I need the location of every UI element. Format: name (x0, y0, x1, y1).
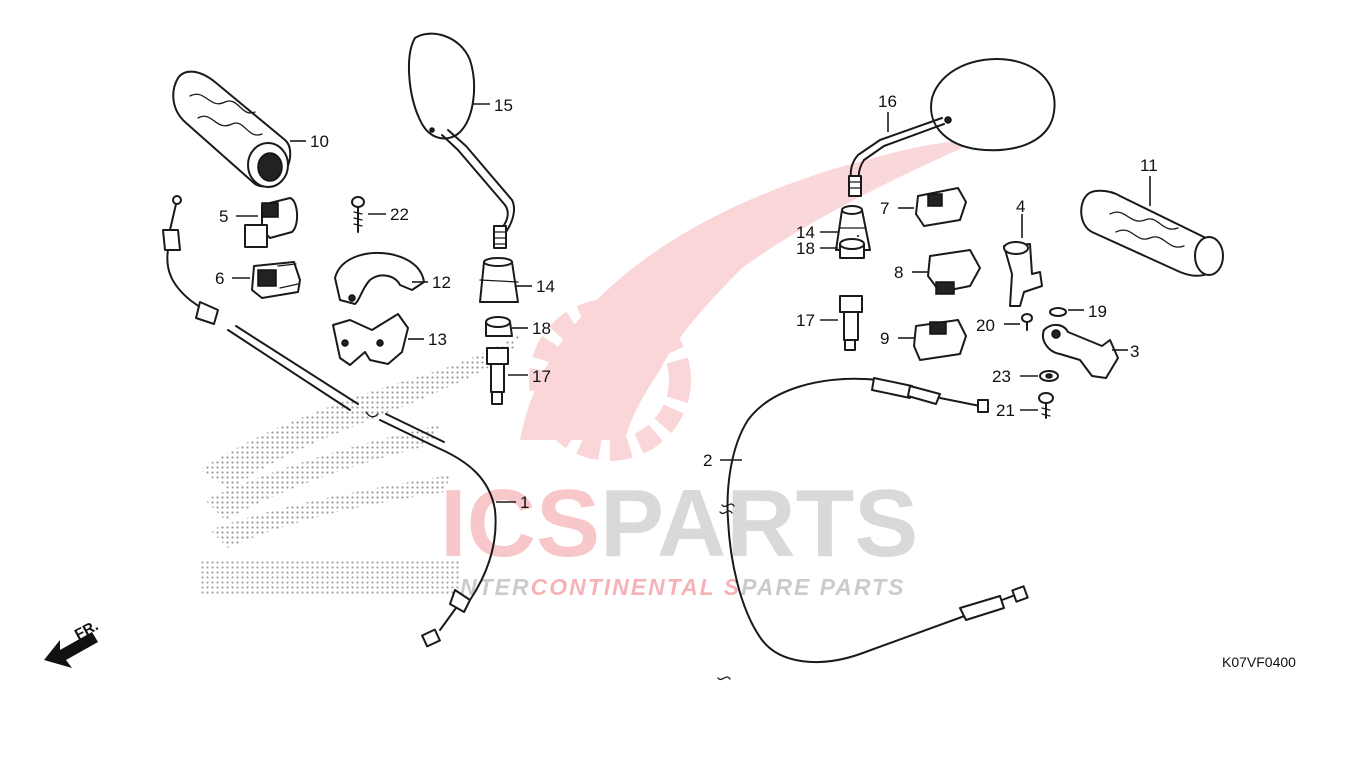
callout-22: 22 (390, 205, 409, 224)
callout-13: 13 (428, 330, 447, 349)
part-2-cable[interactable] (717, 377, 1029, 681)
callout-21: 21 (996, 401, 1015, 420)
callout-8: 8 (894, 263, 903, 282)
callout-1: 1 (520, 493, 529, 512)
part-11-right-grip[interactable] (1080, 189, 1224, 277)
callout-19: 19 (1088, 302, 1107, 321)
callout-18a: 18 (532, 319, 551, 338)
part-20-screw[interactable] (1021, 313, 1033, 331)
part-15-left-mirror[interactable] (407, 32, 515, 249)
callout-23: 23 (992, 367, 1011, 386)
callout-4: 4 (1016, 197, 1025, 216)
part-17-left-bolt[interactable] (486, 347, 509, 405)
callout-7: 7 (880, 199, 889, 218)
callout-15: 15 (494, 96, 513, 115)
callout-14b: 14 (796, 223, 815, 242)
part-22-screw[interactable] (351, 196, 365, 233)
ics-wing-logo-watermark (520, 140, 980, 461)
part-8-switch[interactable] (927, 249, 981, 295)
callout-2: 2 (703, 451, 712, 470)
callout-17a: 17 (532, 367, 551, 386)
part-7-switch[interactable] (915, 187, 967, 227)
watermark-parts: PARTS (600, 470, 918, 577)
part-14-left-boot[interactable] (479, 257, 519, 303)
part-1-throttle-cable[interactable] (162, 195, 497, 648)
callout-10: 10 (310, 132, 329, 151)
part-6-switch[interactable] (251, 261, 301, 299)
part-23-washer[interactable] (1039, 370, 1059, 382)
callout-9: 9 (880, 329, 889, 348)
callout-18b: 18 (796, 239, 815, 258)
honda-wing-watermark (200, 335, 520, 595)
part-4-bracket[interactable] (1003, 241, 1043, 307)
diagram-code: K07VF0400 (1222, 654, 1296, 670)
part-18-right-nut[interactable] (839, 238, 865, 259)
part-9-switch[interactable] (913, 319, 967, 361)
watermark-ics: ICS (440, 470, 600, 577)
callout-16: 16 (878, 92, 897, 111)
callout-5: 5 (219, 207, 228, 226)
callout-11: 11 (1140, 156, 1158, 175)
front-direction-arrow: FR. (44, 617, 101, 668)
callout-20: 20 (976, 316, 995, 335)
part-19-washer[interactable] (1049, 307, 1067, 317)
part-13-housing-lower[interactable] (332, 313, 409, 366)
part-3-lever-holder[interactable] (1042, 324, 1119, 379)
part-17-right-bolt[interactable] (839, 295, 863, 351)
part-10-left-grip[interactable] (172, 70, 292, 188)
part-5-switch[interactable] (244, 197, 298, 248)
part-18-left-nut[interactable] (485, 316, 513, 337)
front-label: FR. (72, 617, 101, 643)
callout-3: 3 (1130, 342, 1139, 361)
part-12-housing-upper[interactable] (334, 252, 425, 305)
part-16-right-mirror[interactable] (848, 58, 1056, 197)
ics-parts-watermark: ICSPARTS (440, 470, 918, 577)
part-21-bolt[interactable] (1038, 392, 1054, 419)
callout-14a: 14 (536, 277, 555, 296)
callout-17b: 17 (796, 311, 815, 330)
svg-text:ICSPARTS: ICSPARTS (440, 470, 918, 577)
callout-6: 6 (215, 269, 224, 288)
callout-12: 12 (432, 273, 451, 292)
